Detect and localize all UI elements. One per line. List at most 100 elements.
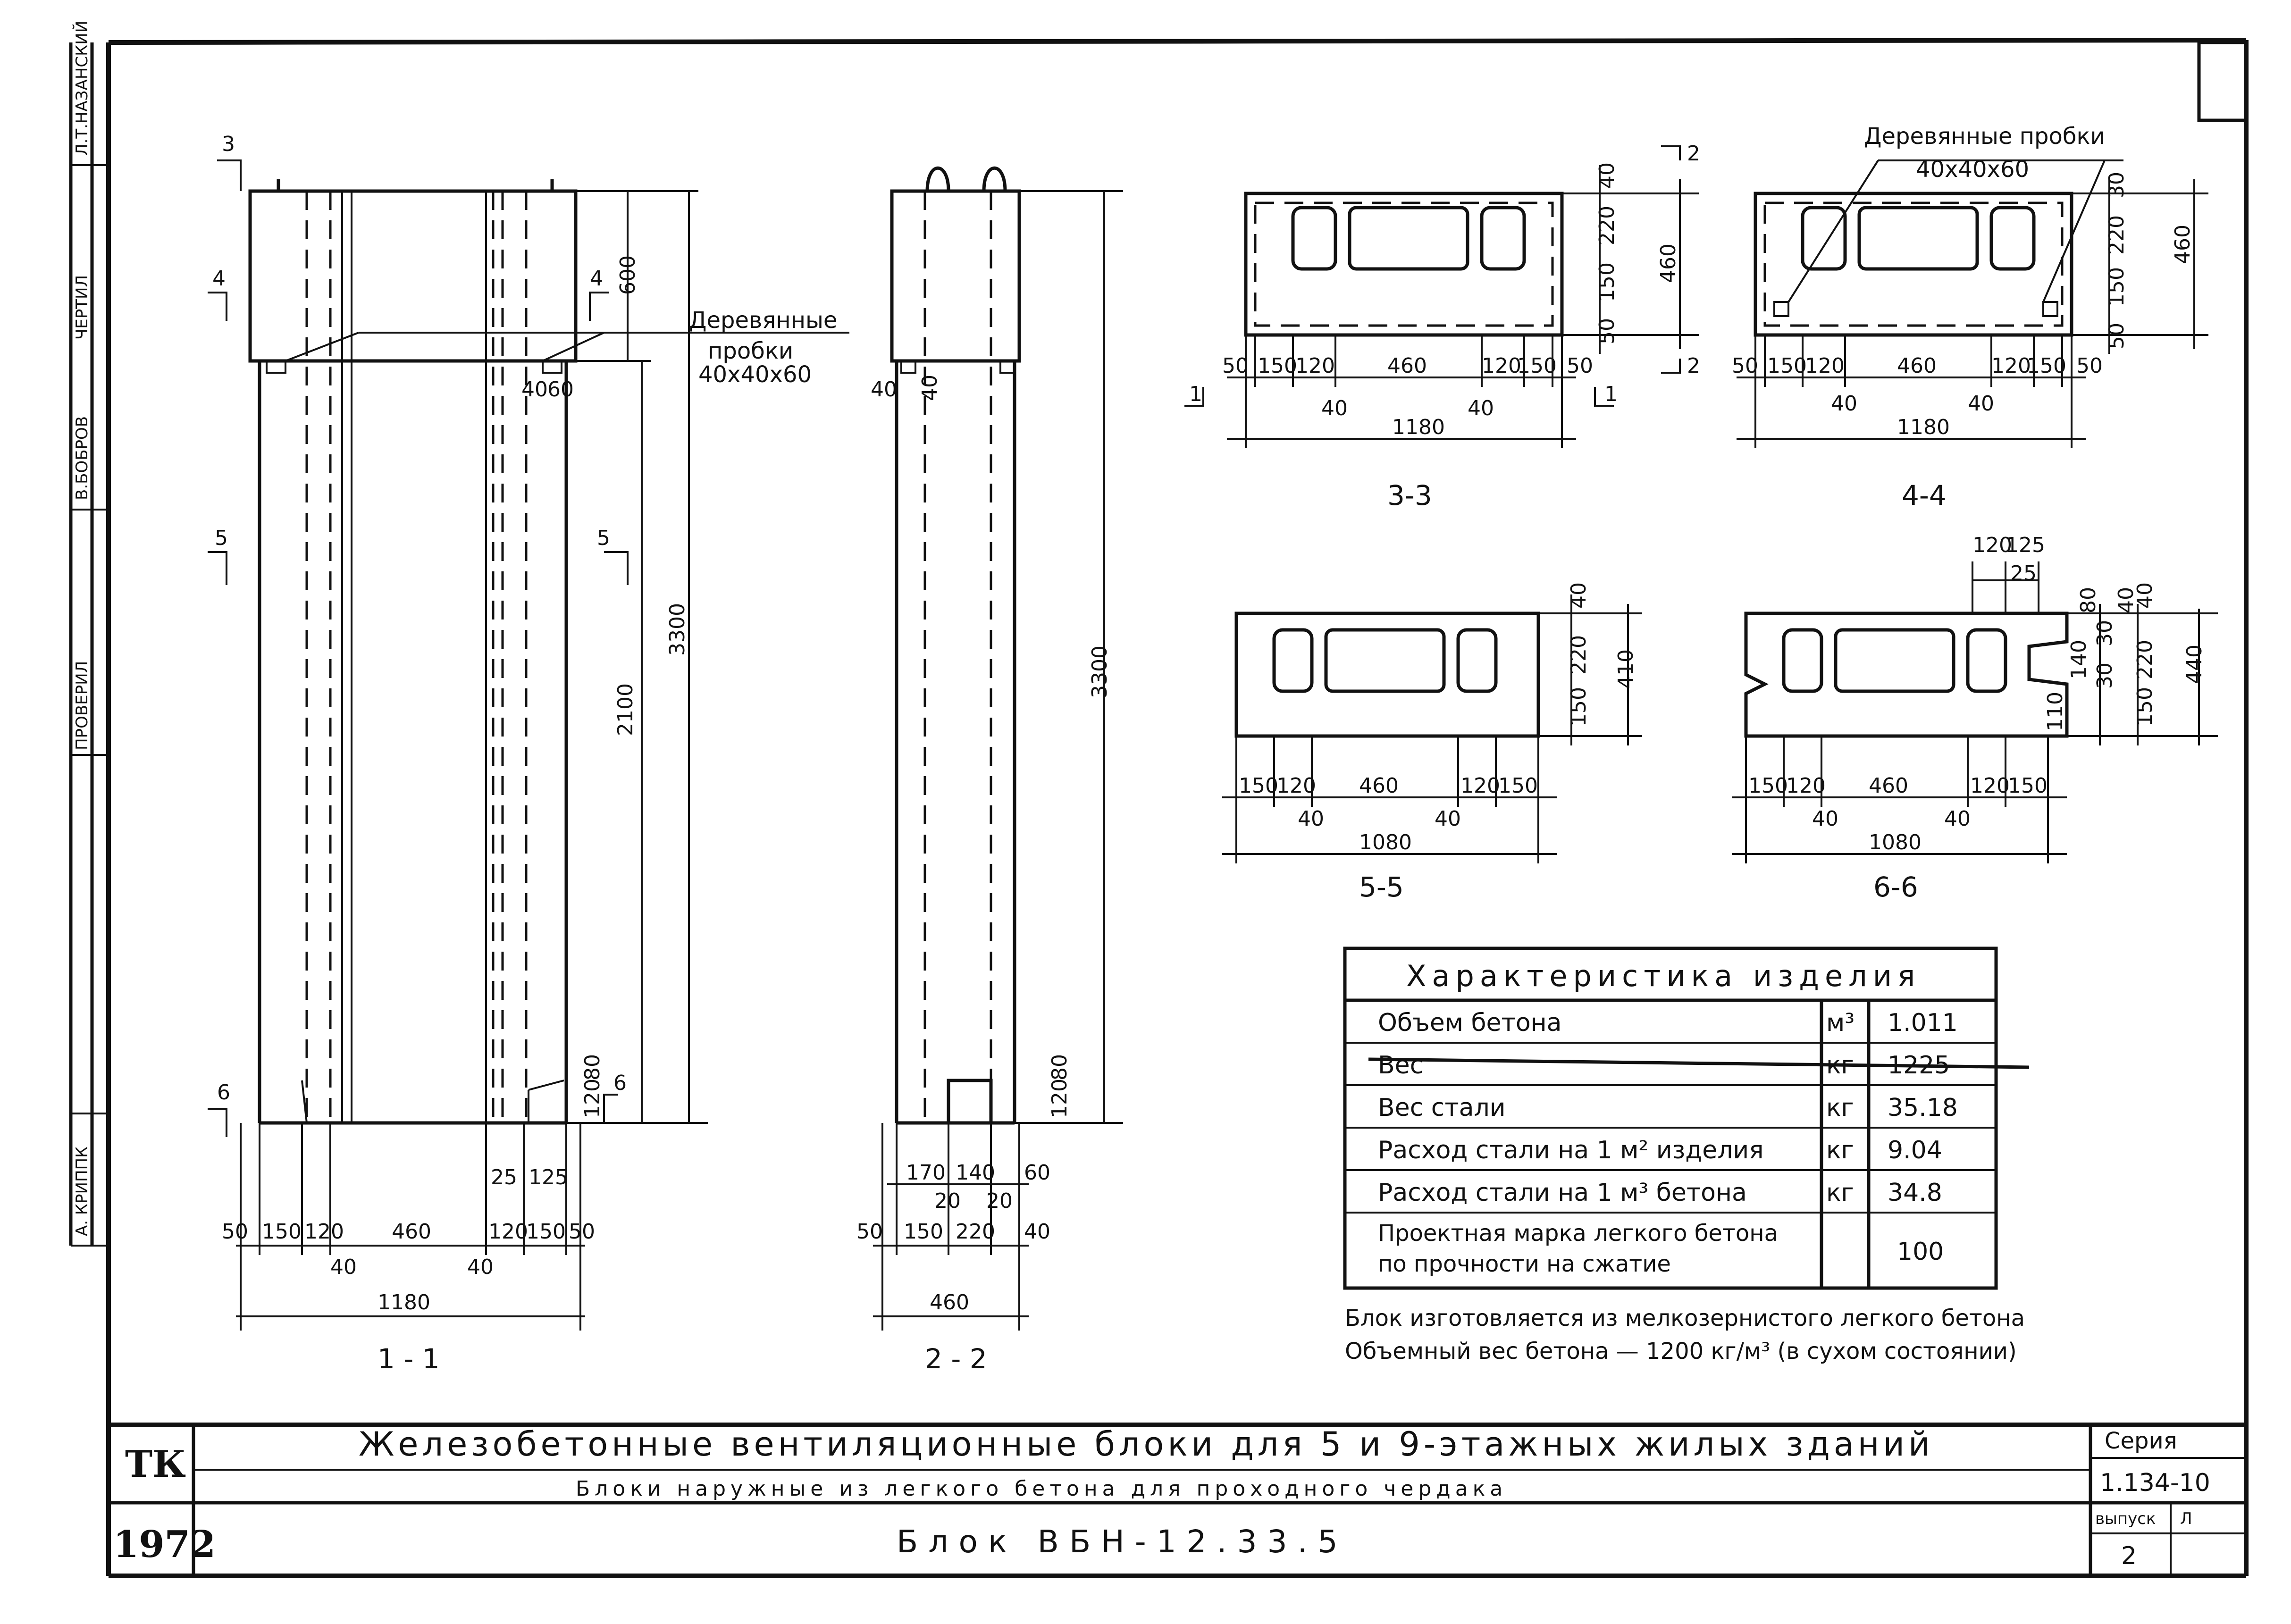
s11-mark-6b: 6: [613, 1071, 627, 1095]
s11-top-60: 60: [547, 377, 574, 402]
s66-r-30a: 30: [2093, 620, 2117, 646]
section-3-3: 2 2 1 1 40 220 150 50 460 50 150 120 460…: [1184, 142, 1700, 511]
stamp-2: ЧЕРТИЛ: [73, 275, 92, 340]
row-6-label: Проектная марка легкого бетона: [1378, 1220, 1778, 1247]
s55-d-120a: 120: [1276, 774, 1316, 798]
s11-dim-3300: 3300: [665, 603, 689, 656]
s11-plug-label-1: Деревянные: [689, 307, 837, 334]
s44-plug-label-2: 40x40x60: [1916, 156, 2029, 183]
s44-d-120a: 120: [1805, 354, 1845, 378]
s44-m-40b: 40: [1968, 392, 1994, 416]
s22-m-20a: 20: [934, 1189, 961, 1213]
row-1-label: Объем бетона: [1378, 1009, 1562, 1037]
s11-plug-label-3: 40x40x60: [698, 361, 812, 388]
s55-caption: 5-5: [1359, 871, 1404, 903]
title-line-2: Блоки наружные из легкого бетона для про…: [576, 1477, 1507, 1501]
s11-d-150a: 150: [262, 1220, 302, 1244]
s33-d-150b: 150: [1517, 354, 1557, 378]
s22-dim-3300: 3300: [1088, 645, 1112, 698]
s11-total: 1180: [378, 1290, 430, 1314]
s66-t-25: 25: [2010, 561, 2037, 586]
stamp-5: А. КРИППК: [73, 1147, 92, 1236]
s11-b-125: 125: [529, 1165, 568, 1189]
stamp-1: Л.Т.НАЗАНСКИЙ: [72, 21, 92, 156]
s55-d-120b: 120: [1460, 774, 1500, 798]
side-stamps: Л.Т.НАЗАНСКИЙ ЧЕРТИЛ В.БОБРОВ ПРОВЕРИЛ А…: [72, 21, 92, 1236]
stamp-3: В.БОБРОВ: [73, 416, 92, 500]
s33-d-120b: 120: [1482, 354, 1521, 378]
s66-r-110: 110: [2043, 692, 2067, 731]
s44-d-50b: 50: [2076, 354, 2103, 378]
s22-total: 460: [930, 1290, 969, 1314]
s33-mark-1b: 1: [1604, 382, 1618, 406]
s66-total: 1080: [1869, 830, 1922, 854]
s66-m-40a: 40: [1812, 807, 1838, 831]
s11-d-40b: 40: [467, 1255, 494, 1279]
row-6-label2: по прочности на сжатие: [1378, 1251, 1671, 1277]
s22-u-60: 60: [1024, 1161, 1050, 1185]
s22-u-140: 140: [956, 1161, 995, 1185]
s55-m-40a: 40: [1298, 807, 1324, 831]
s33-r-40: 40: [1595, 162, 1619, 189]
s66-r-40b: 40: [2114, 587, 2138, 613]
s66-d-150b: 150: [2008, 774, 2048, 798]
s55-r-220: 220: [1567, 635, 1591, 675]
s33-d-50a: 50: [1222, 354, 1249, 378]
row-4-value: 9.04: [1888, 1136, 1942, 1164]
s11-mark-5b: 5: [597, 526, 610, 550]
s66-r-40a: 40: [2133, 582, 2157, 609]
s11-plug-label-2: пробки: [708, 338, 793, 364]
s33-mark-2a: 2: [1687, 142, 1700, 166]
s11-b-25: 25: [491, 1165, 517, 1189]
issue-value: 2: [2121, 1542, 2137, 1570]
s66-r-150: 150: [2133, 687, 2157, 727]
s33-d-150a: 150: [1258, 354, 1297, 378]
s22-u-170: 170: [906, 1161, 946, 1185]
s55-total: 1080: [1359, 830, 1412, 854]
s66-d-460: 460: [1869, 774, 1908, 798]
s66-r-30b: 30: [2093, 662, 2117, 689]
row-4-unit: кг: [1826, 1136, 1854, 1164]
row-3-value: 35.18: [1888, 1094, 1958, 1122]
s44-r-30: 30: [2105, 172, 2129, 198]
s55-d-150a: 150: [1239, 774, 1278, 798]
s44-d-150b: 150: [2027, 354, 2066, 378]
s22-d-220: 220: [956, 1220, 995, 1244]
s55-r-150: 150: [1567, 687, 1591, 727]
s66-d-120b: 120: [1970, 774, 2010, 798]
s11-mark-6a: 6: [217, 1080, 230, 1105]
s11-mark-3: 3: [222, 132, 235, 156]
s55-r-410: 410: [1614, 649, 1638, 689]
series-value: 1.134-10: [2100, 1469, 2210, 1497]
title-block: ТК 1972 Железобетонные вентиляционные бл…: [109, 1423, 2246, 1576]
s22-d-150: 150: [904, 1220, 943, 1244]
s33-d-120a: 120: [1295, 354, 1335, 378]
notes: Блок изготовляется из мелкозернистого ле…: [1345, 1305, 2025, 1364]
row-5-value: 34.8: [1888, 1179, 1942, 1207]
characteristics-table: Характеристика изделия Объем бетона м³ 1…: [1343, 946, 2030, 1290]
s44-r-50: 50: [2105, 323, 2129, 349]
s44-r-220: 220: [2105, 215, 2129, 255]
s22-top-40a: 40: [871, 377, 897, 402]
s11-d-150b: 150: [526, 1220, 566, 1244]
s11-mark-4a: 4: [212, 267, 226, 291]
row-4-label: Расход стали на 1 м² изделия: [1378, 1136, 1764, 1164]
s22-d-40: 40: [1024, 1220, 1050, 1244]
row-5-label: Расход стали на 1 м³ бетона: [1378, 1179, 1747, 1207]
s44-total: 1180: [1897, 415, 1950, 439]
s44-d-120b: 120: [1991, 354, 2031, 378]
s33-r-50: 50: [1595, 318, 1619, 344]
s11-mark-5a: 5: [215, 526, 228, 550]
row-6-value: 100: [1897, 1238, 1944, 1266]
block-name: Блок ВБН-12.33.5: [897, 1524, 1348, 1560]
row-1-value: 1.011: [1888, 1009, 1958, 1037]
s11-b-120: 120: [580, 1079, 604, 1118]
section-6-6: 120 125 25 40 80 40 220 150 440 140 30 3…: [1732, 533, 2218, 903]
stamp-4: ПРОВЕРИЛ: [73, 661, 92, 750]
row-3-label: Вес стали: [1378, 1094, 1506, 1122]
s55-m-40b: 40: [1435, 807, 1461, 831]
section-1-1: Деревянные пробки 40x40x60 3 4 4 5 5 6 6…: [208, 132, 849, 1375]
s66-t-120: 120: [1972, 533, 2012, 557]
row-1-unit: м³: [1826, 1009, 1855, 1037]
s66-r-220: 220: [2133, 640, 2157, 679]
